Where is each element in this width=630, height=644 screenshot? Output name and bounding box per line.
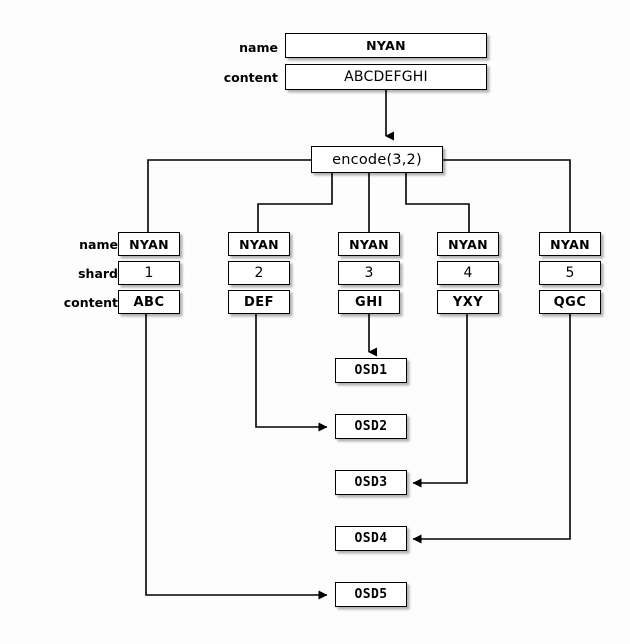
edge-encode-to-shard-1	[147, 159, 311, 232]
shard-4-content-box: YXY	[437, 290, 499, 314]
shard-label-content: content	[63, 295, 118, 310]
shard-5-name-box: NYAN	[539, 232, 601, 256]
edge-shard-5-to-osd4	[412, 303, 571, 544]
edge-shard-4-to-osd3	[412, 303, 468, 488]
shard-2-name-box: NYAN	[228, 232, 290, 256]
shard-1-content-box: ABC	[118, 290, 180, 314]
shard-1-number-box: 1	[118, 261, 180, 285]
osd-node-1: OSD1	[335, 358, 407, 383]
shard-2-content-box: DEF	[228, 290, 290, 314]
edge-encode-to-shard-4	[405, 173, 470, 232]
shard-4-number-box: 4	[437, 261, 499, 285]
object-label-name: name	[239, 40, 278, 55]
shard-label-shard: shard	[78, 266, 118, 281]
shard-5-content-box: QGC	[539, 290, 601, 314]
osd-node-3: OSD3	[335, 470, 407, 495]
edge-shard-2-to-osd2	[255, 303, 328, 432]
shard-label-name: name	[79, 237, 118, 252]
shard-2-number-box: 2	[228, 261, 290, 285]
shard-3-number-box: 3	[338, 261, 400, 285]
object-label-content: content	[223, 70, 278, 85]
osd-node-2: OSD2	[335, 414, 407, 439]
shard-5-number-box: 5	[539, 261, 601, 285]
shard-3-content-box: GHI	[338, 290, 400, 314]
edge-encode-to-shard-5	[443, 159, 571, 232]
encode-node: encode(3,2)	[311, 146, 443, 173]
object-name-box: NYAN	[285, 33, 487, 58]
object-content-box: ABCDEFGHI	[285, 64, 487, 90]
osd-node-5: OSD5	[335, 582, 407, 607]
shard-4-name-box: NYAN	[437, 232, 499, 256]
edge-shard-1-to-osd5	[145, 303, 328, 600]
edge-encode-to-shard-2	[257, 173, 333, 232]
shard-1-name-box: NYAN	[118, 232, 180, 256]
osd-node-4: OSD4	[335, 526, 407, 551]
shard-3-name-box: NYAN	[338, 232, 400, 256]
